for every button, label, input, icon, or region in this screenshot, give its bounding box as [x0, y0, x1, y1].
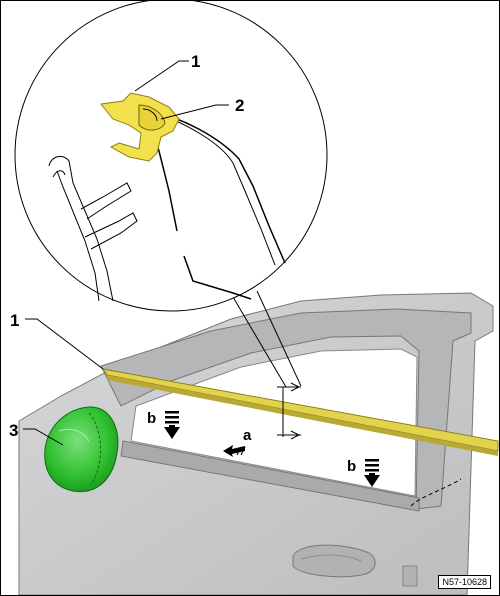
detail-zoom-circle [14, 1, 328, 388]
direction-arrow-icon [223, 445, 246, 457]
retaining-clip [100, 92, 180, 162]
down-arrow-icon [364, 459, 380, 487]
window-strip [101, 368, 499, 456]
callout-3-main: 3 [9, 421, 18, 440]
door-body [18, 292, 494, 595]
label-a: a [243, 427, 252, 444]
reference-code: N57-10628 [438, 575, 491, 589]
door-handle [292, 544, 376, 578]
down-arrow-icon [164, 411, 180, 439]
label-b-left: b [147, 410, 156, 427]
window-opening [130, 348, 418, 497]
callout-2-zoom: 2 [235, 96, 244, 115]
window-rail [120, 440, 420, 512]
callout-1-main: 1 [10, 311, 19, 330]
callout-1-zoom: 1 [191, 52, 200, 71]
sealing-pad [44, 406, 119, 493]
door-window-frame [100, 308, 472, 510]
label-b-right: b [347, 458, 356, 475]
